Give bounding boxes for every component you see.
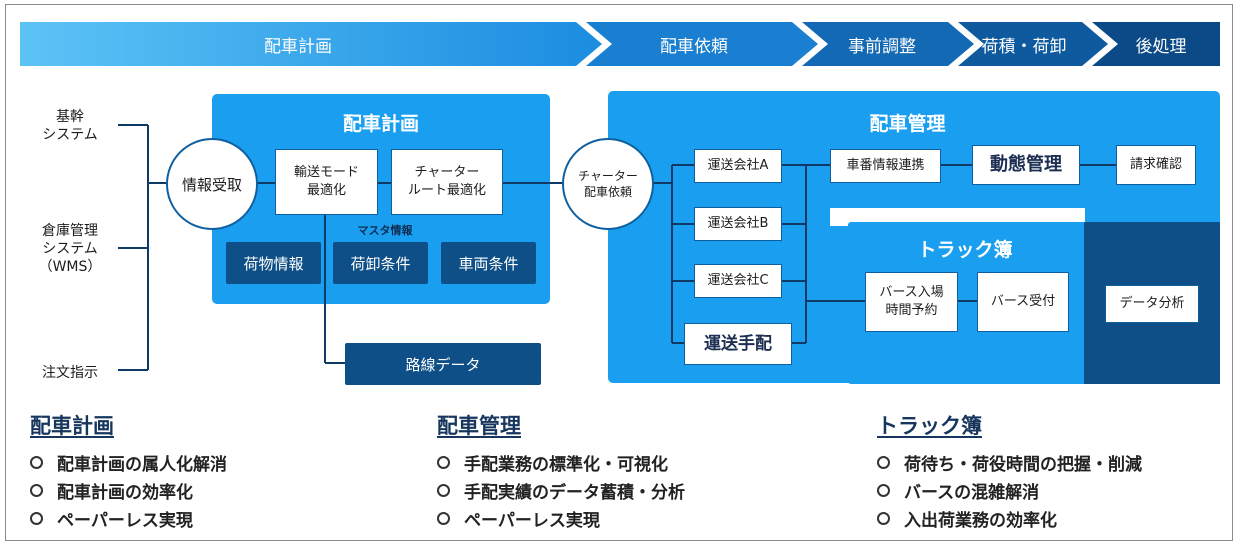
list-item: 配車計画の属人化解消 [30,448,410,476]
billing-box: 請求確認 [1116,145,1196,185]
charter-route-optimization-box: チャーター ルート最適化 [391,149,503,215]
summary-planning-heading: 配車計画 [30,414,114,438]
vehicle-condition-box: 車両条件 [441,242,536,284]
diagram-frame [5,4,1233,541]
system-kikan: 基幹 システム [42,108,98,143]
stage-label-2: 配車依頼 [660,36,728,57]
berth-reception-box: バース受付 [977,272,1069,332]
stage-label-5: 後処理 [1135,36,1187,57]
list-item: 荷待ち・荷役時間の把握・削減 [877,448,1227,476]
stage-arrow-1 [20,22,602,66]
planning-title: 配車計画 [342,112,419,135]
stage-label-1: 配車計画 [264,36,332,57]
summary-truckbook-heading: トラック簿 [877,414,982,438]
transport-arrangement-box: 運送手配 [684,323,792,365]
list-item: バースの混雑解消 [877,476,1227,504]
list-item: 配車計画の効率化 [30,476,410,504]
mode-optimization-box: 輸送モード 最適化 [275,149,378,215]
management-title: 配車管理 [869,112,946,135]
panel-notch [830,208,1085,226]
system-order: 注文指示 [42,364,98,381]
master-info-label: マスタ情報 [357,224,413,237]
tracking-box: 動態管理 [972,145,1080,185]
charter-request-circle: チャーター 配車依頼 [562,138,654,230]
list-item: ペーパーレス実現 [437,504,837,532]
system-wms: 倉庫管理 システム （WMS） [38,222,102,276]
info-receive-circle: 情報受取 [166,138,258,230]
stage-label-4: 荷積・荷卸 [981,36,1067,57]
summary-planning: 配車計画 配車計画の属人化解消 配車計画の効率化 ペーパーレス実現 [30,410,410,532]
stage-arrow-5 [1092,22,1220,66]
carrier-b-box: 運送会社B [694,207,782,241]
summary-truckbook: トラック簿 荷待ち・荷役時間の把握・削減 バースの混雑解消 入出荷業務の効率化 [877,410,1227,532]
stage-arrow-3 [802,22,974,66]
list-item: 入出荷業務の効率化 [877,504,1227,532]
car-number-link-box: 車番情報連携 [830,149,941,183]
summary-management-heading: 配車管理 [437,414,521,438]
carrier-a-box: 運送会社A [694,149,782,183]
truckbook-title: トラック簿 [917,238,1013,261]
summary-management: 配車管理 手配業務の標準化・可視化 手配実績のデータ蓄積・分析 ペーパーレス実現 [437,410,837,532]
stage-arrow-4 [958,22,1108,66]
list-item: ペーパーレス実現 [30,504,410,532]
carrier-c-box: 運送会社C [694,264,782,298]
data-analysis-box: データ分析 [1105,285,1199,323]
route-data-box: 路線データ [345,343,541,385]
stage-arrow-2 [586,22,818,66]
stage-label-3: 事前調整 [848,36,916,57]
cargo-info-box: 荷物情報 [226,242,321,284]
berth-reservation-box: バース入場 時間予約 [865,272,958,332]
list-item: 手配実績のデータ蓄積・分析 [437,476,837,504]
loading-condition-box: 荷卸条件 [333,242,428,284]
process-arrow-bar [20,22,1220,66]
list-item: 手配業務の標準化・可視化 [437,448,837,476]
